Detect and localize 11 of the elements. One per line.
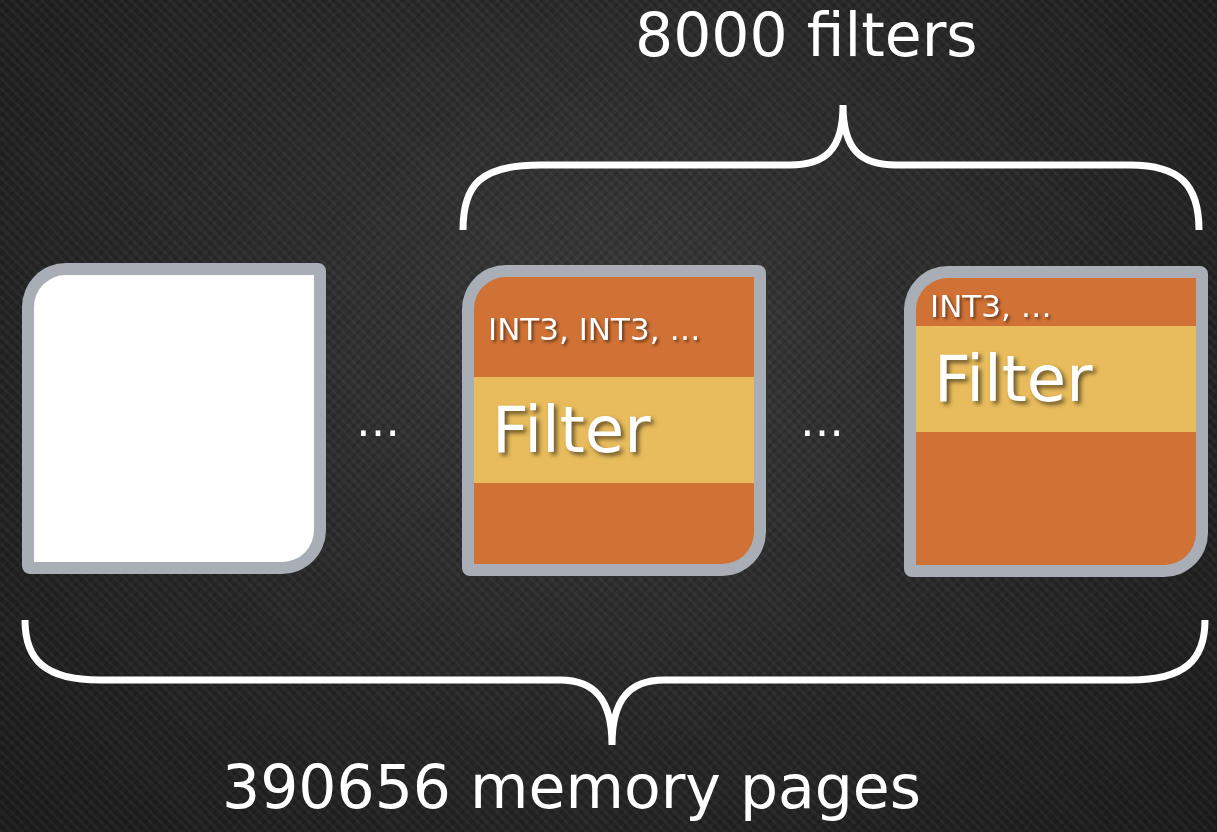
brace-label: 8000 filters xyxy=(635,0,978,70)
ellipsis: … xyxy=(356,395,400,446)
brace-label: 390656 memory pages xyxy=(222,752,921,822)
filter-band: Filter xyxy=(474,377,754,483)
filter-band: Filter xyxy=(916,326,1196,432)
memory-page xyxy=(22,263,326,574)
instruction-text: INT3, INT3, … xyxy=(488,311,701,347)
ellipsis: … xyxy=(800,395,844,446)
instruction-text: INT3, … xyxy=(930,288,1052,324)
memory-page xyxy=(462,265,766,576)
memory-page xyxy=(904,266,1208,577)
